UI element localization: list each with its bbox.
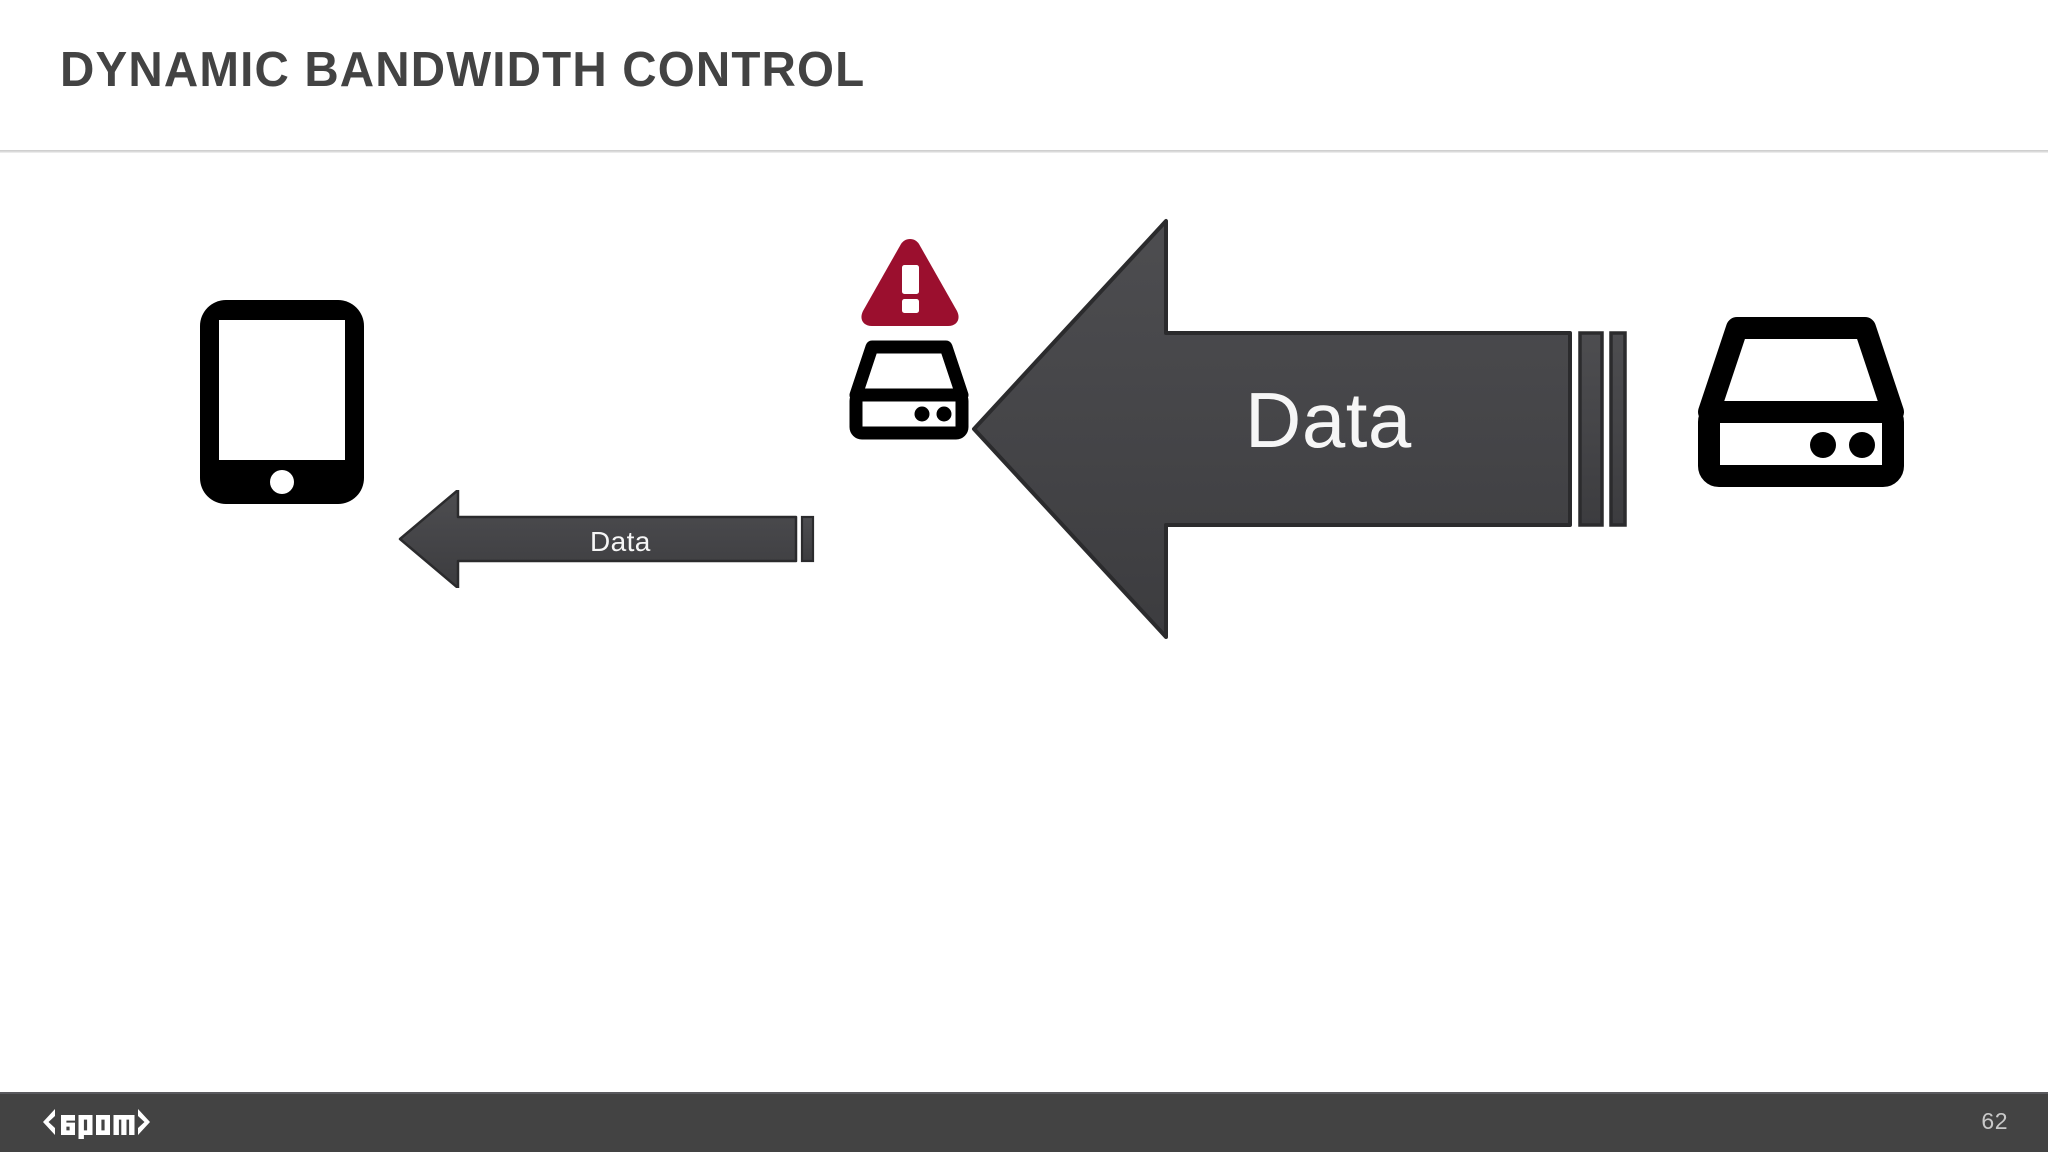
edge-server-icon: [845, 333, 973, 445]
tablet-icon: [196, 296, 368, 508]
epam-logo: [42, 1105, 174, 1139]
full-bandwidth-data-arrow: [970, 217, 1640, 641]
origin-server-icon: [1690, 304, 1912, 498]
throttled-data-arrow: [398, 488, 830, 590]
slide-footer: 62: [0, 1092, 2048, 1152]
page-title: DYNAMIC BANDWIDTH CONTROL: [60, 43, 866, 97]
slide-header: DYNAMIC BANDWIDTH CONTROL: [0, 0, 2048, 153]
header-divider: [0, 150, 2048, 153]
diagram-area: Data: [0, 153, 2048, 1092]
warning-triangle-icon: [858, 235, 962, 329]
page-number: 62: [1981, 1108, 2008, 1134]
footer-divider: [0, 1092, 2048, 1094]
